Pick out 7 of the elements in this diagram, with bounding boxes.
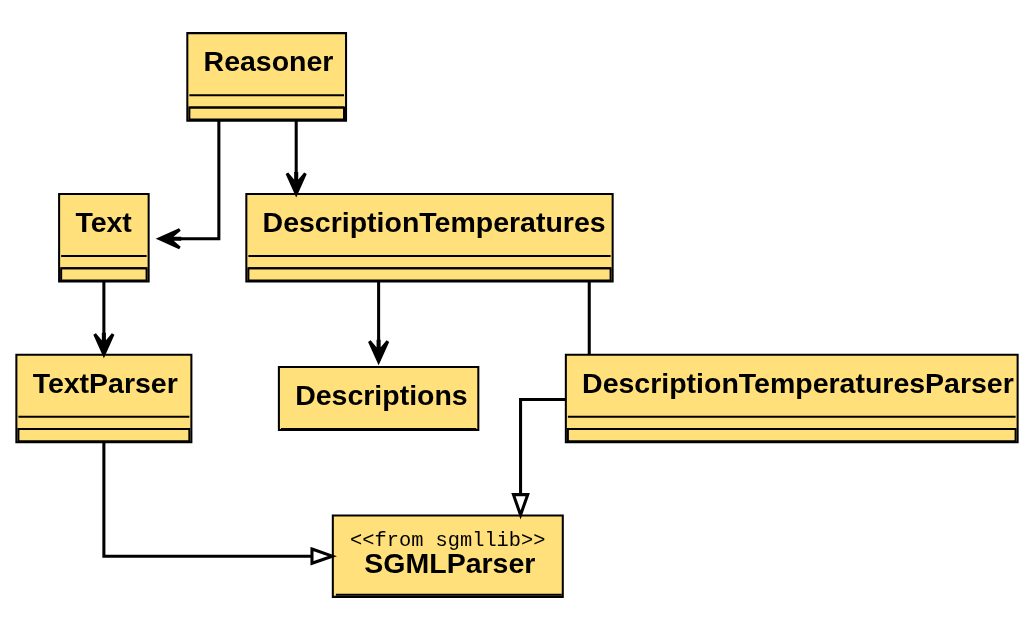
arrow: [93, 281, 115, 356]
arrow: [157, 120, 221, 249]
connector: [587, 281, 591, 355]
arrow: [102, 441, 337, 565]
arrow: [511, 397, 566, 520]
arrow: [285, 120, 307, 195]
arrow: [367, 281, 390, 363]
